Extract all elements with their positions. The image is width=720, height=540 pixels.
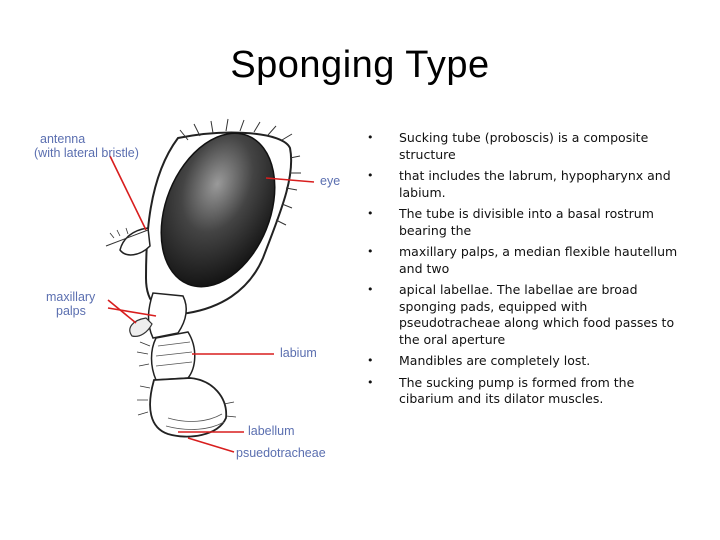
bullet-text: The tube is divisible into a basal rostr… (399, 206, 654, 238)
pointer-eye (265, 177, 315, 183)
bullet-dot: • (367, 354, 374, 367)
bullet-dot: • (367, 245, 374, 258)
bullet-item: • that includes the labrum, hypopharynx a… (362, 168, 682, 201)
label-maxillary: maxillary (46, 290, 96, 304)
pointer-antenna (109, 155, 147, 231)
bullet-text: apical labellae. The labellae are broad … (399, 282, 675, 347)
rostrum (147, 292, 188, 339)
bullet-item: • Sucking tube (proboscis) is a composite… (362, 130, 682, 163)
label-pointers (107, 155, 315, 453)
label-labium: labium (280, 346, 317, 360)
bullet-dot: • (367, 169, 374, 182)
antenna (119, 227, 151, 256)
label-antenna-sub: (with lateral bristle) (34, 146, 139, 160)
bullet-text: Mandibles are completely lost. (399, 353, 591, 368)
labium-rings (155, 341, 193, 367)
pointer-palps-1 (107, 299, 137, 324)
bullet-item: • The tube is divisible into a basal rost… (362, 206, 682, 239)
bullet-list: • Sucking tube (proboscis) is a composite… (362, 130, 682, 413)
label-pseudotracheae: psuedotracheae (236, 446, 326, 460)
head-bristles (179, 118, 301, 226)
fly-head-diagram: antenna (with lateral bristle) eye maxil… (28, 118, 368, 470)
bullet-text: that includes the labrum, hypopharynx an… (399, 168, 671, 200)
bullet-item: • Mandibles are completely lost. (362, 353, 682, 370)
pointer-palps-2 (107, 307, 157, 317)
compound-eye (160, 132, 276, 288)
label-palps: palps (56, 304, 86, 318)
slide-title: Sponging Type (230, 44, 490, 86)
bullet-text: The sucking pump is formed from the ciba… (399, 374, 635, 407)
pointer-pseudotracheae (187, 437, 235, 453)
bullet-item: • maxillary palps, a median flexible haut… (362, 244, 682, 277)
proboscis-bristles (136, 341, 237, 418)
label-eye: eye (320, 174, 341, 188)
bullet-item: • The sucking pump is formed from the ci… (362, 375, 682, 408)
bullet-dot: • (367, 283, 374, 296)
fly-head-illustration (105, 118, 315, 453)
label-labellum: labellum (248, 424, 295, 438)
bullet-text: maxillary palps, a median flexible haute… (399, 244, 678, 276)
labellum-shape (149, 377, 227, 438)
pseudotracheae-lines (165, 413, 225, 430)
bullet-text: Sucking tube (proboscis) is a composite … (399, 130, 649, 162)
bullet-dot: • (367, 375, 374, 389)
bullet-dot: • (367, 131, 374, 144)
bullet-item: • apical labellae. The labellae are broad… (362, 282, 682, 348)
bullet-dot: • (367, 207, 374, 220)
label-antenna: antenna (40, 132, 86, 146)
arista (105, 229, 149, 247)
